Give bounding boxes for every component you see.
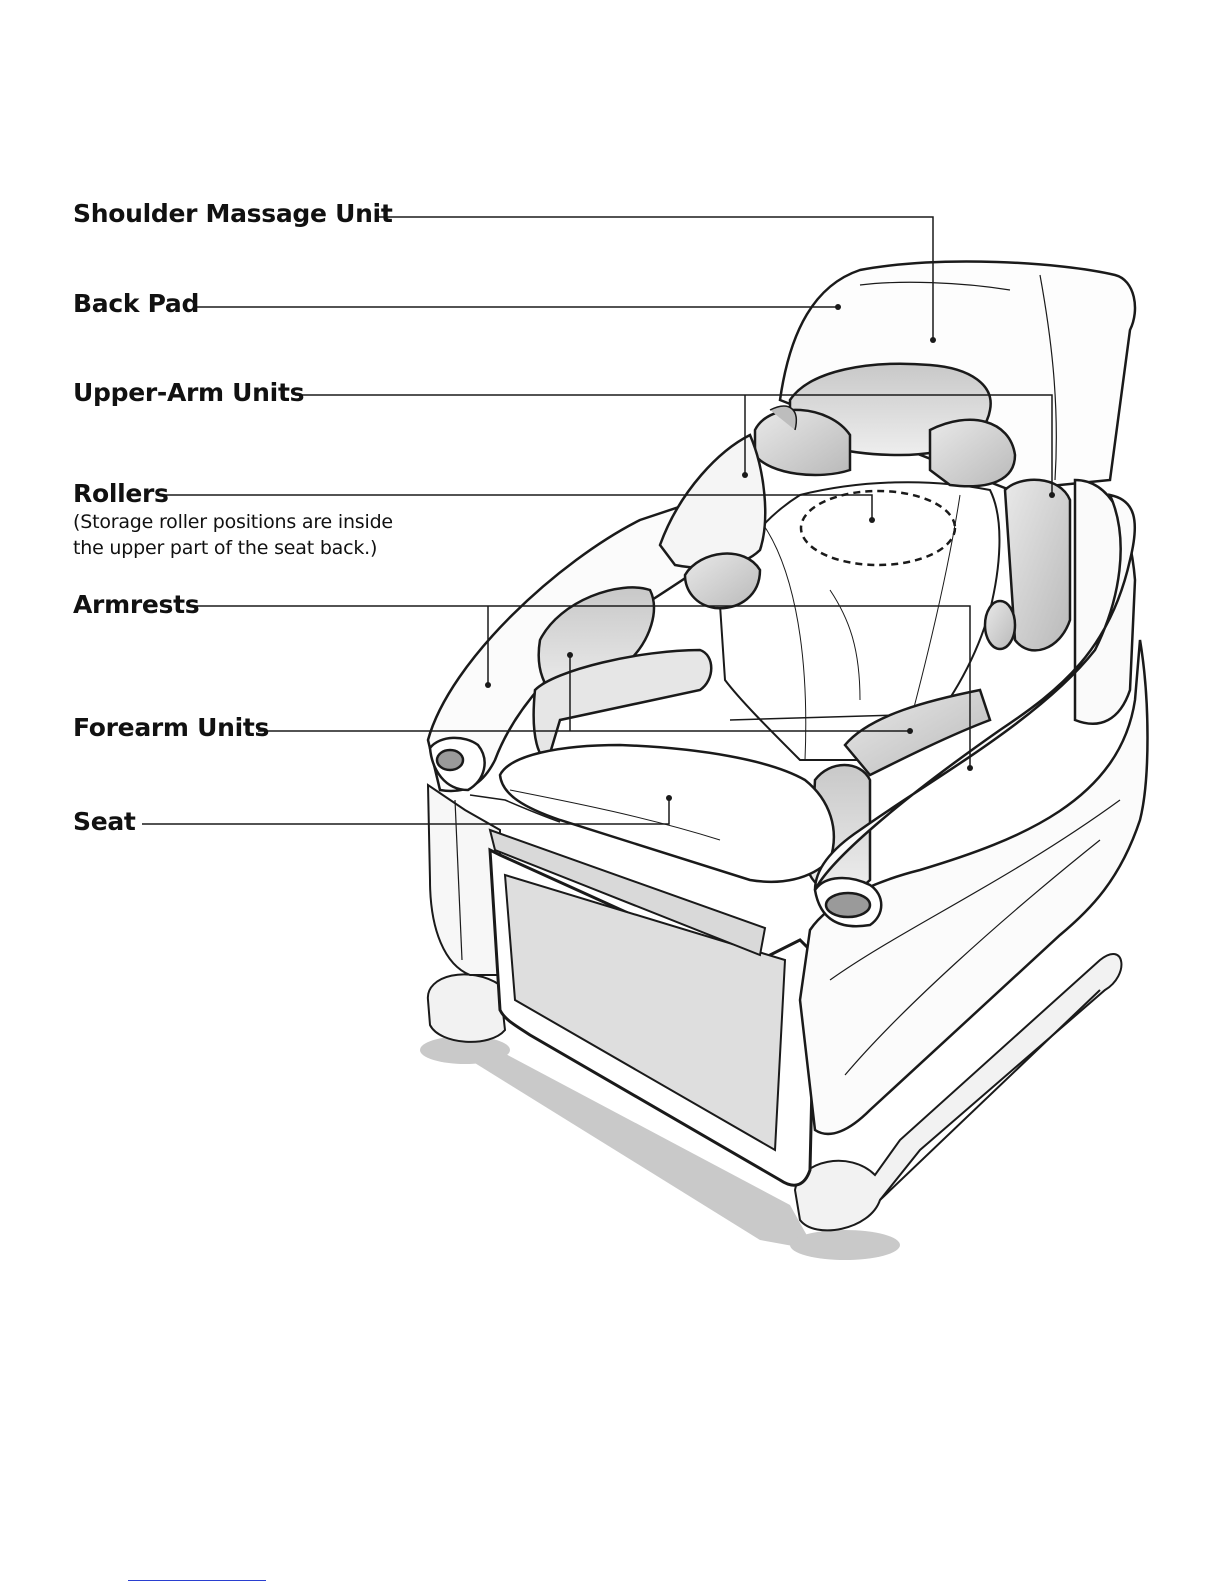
label-rollers: Rollers: [73, 479, 169, 508]
label-shoulder-massage-unit: Shoulder Massage Unit: [73, 199, 392, 228]
rollers-note-line-2: the upper part of the seat back.): [73, 536, 377, 561]
label-armrests: Armrests: [73, 590, 199, 619]
left-side-panel: [428, 785, 500, 975]
footer-rule: [128, 1580, 266, 1581]
front-panel: [490, 830, 815, 1185]
label-forearm-units: Forearm Units: [73, 713, 269, 742]
label-upper-arm-units: Upper-Arm Units: [73, 378, 304, 407]
rollers-note-line-1: (Storage roller positions are inside: [73, 510, 393, 535]
label-back-pad: Back Pad: [73, 289, 199, 318]
label-seat: Seat: [73, 807, 136, 836]
